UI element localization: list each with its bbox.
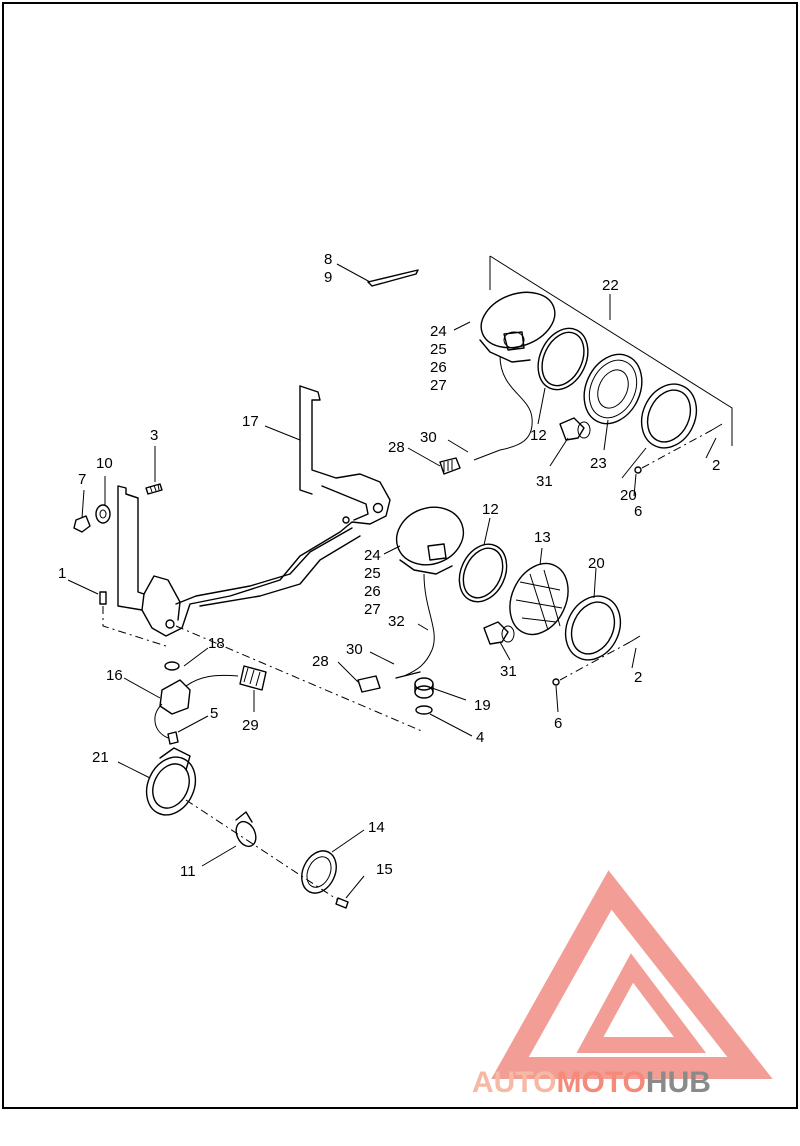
upper-connector xyxy=(439,457,461,475)
bolt-axis xyxy=(102,606,167,647)
lower-nut xyxy=(552,678,560,686)
callout-6-lower: 6 xyxy=(554,715,562,732)
callout-18: 18 xyxy=(208,635,225,652)
small-washer xyxy=(164,661,180,671)
upper-lamp-housing xyxy=(473,291,556,461)
acorn-nut xyxy=(73,515,91,533)
callout-2-lower: 2 xyxy=(634,669,642,686)
callout-7: 7 xyxy=(78,471,86,488)
callout-14: 14 xyxy=(368,819,385,836)
callout-31-upper: 31 xyxy=(536,473,553,490)
spotlamp-axis xyxy=(185,799,339,901)
callout-11: 11 xyxy=(180,863,196,880)
cable-strap xyxy=(367,269,419,287)
lower-screw xyxy=(629,635,641,643)
upper-sealed-beam xyxy=(583,353,643,425)
callout-20-lower: 20 xyxy=(588,555,605,572)
callout-10: 10 xyxy=(96,455,113,472)
callout-27-lower: 27 xyxy=(364,601,381,618)
watermark-logo xyxy=(491,870,773,1079)
callout-28-lower: 28 xyxy=(312,653,329,670)
bracket-22 xyxy=(489,255,733,446)
spotlamp-housing xyxy=(145,747,197,816)
callout-32: 32 xyxy=(388,613,405,630)
washer xyxy=(415,705,433,715)
lower-sealed-beam xyxy=(509,562,569,636)
grommet xyxy=(167,731,179,745)
callout-26-lower: 26 xyxy=(364,583,381,600)
bolt xyxy=(99,591,107,605)
callout-25-upper: 25 xyxy=(430,341,447,358)
callout-24-upper: 24 xyxy=(430,323,447,340)
callout-31-lower: 31 xyxy=(500,663,517,680)
upper-screw-axis xyxy=(641,429,713,469)
mounting-bracket xyxy=(117,385,391,637)
lens-screw xyxy=(335,897,349,909)
lower-bulb xyxy=(483,621,515,645)
callout-9: 9 xyxy=(324,269,332,286)
callout-8: 8 xyxy=(324,251,332,268)
connector-29 xyxy=(239,665,267,691)
callout-20-upper: 20 xyxy=(620,487,637,504)
spacer xyxy=(414,677,434,699)
stud xyxy=(145,483,163,495)
callout-19: 19 xyxy=(474,697,491,714)
lower-retaining-ring xyxy=(458,543,508,603)
callout-6-upper: 6 xyxy=(634,503,642,520)
callout-12-upper: 12 xyxy=(530,427,547,444)
callout-labels: 1 2 2 3 4 5 6 6 7 8 9 10 11 12 12 13 14 … xyxy=(58,251,720,880)
leader-lines xyxy=(67,263,717,899)
upper-bulb xyxy=(559,417,591,441)
upper-screw xyxy=(711,423,723,431)
callout-24-lower: 24 xyxy=(364,547,381,564)
callout-26-upper: 26 xyxy=(430,359,447,376)
upper-trim-ring xyxy=(640,383,698,449)
callout-1: 1 xyxy=(58,565,66,582)
callout-5: 5 xyxy=(210,705,218,722)
callout-30-upper: 30 xyxy=(420,429,437,446)
callout-30-lower: 30 xyxy=(346,641,363,658)
page-border xyxy=(2,2,798,1109)
upper-retaining-ring xyxy=(537,327,589,391)
spotlamp-bulb xyxy=(235,811,257,848)
callout-15: 15 xyxy=(376,861,393,878)
callout-17: 17 xyxy=(242,413,259,430)
watermark-text: AUTOMOTOHUB xyxy=(472,1066,711,1099)
callout-2-upper: 2 xyxy=(712,457,720,474)
callout-3: 3 xyxy=(150,427,158,444)
callout-28-upper: 28 xyxy=(388,439,405,456)
lower-trim-ring xyxy=(564,595,622,661)
callout-4: 4 xyxy=(476,729,484,746)
rubber-mount xyxy=(95,504,111,524)
callout-27-upper: 27 xyxy=(430,377,447,394)
lower-screw-axis xyxy=(559,641,631,681)
callout-29: 29 xyxy=(242,717,259,734)
callout-16: 16 xyxy=(106,667,123,684)
spotlamp-lens xyxy=(301,850,337,894)
callout-12-lower: 12 xyxy=(482,501,499,518)
callout-22: 22 xyxy=(602,277,619,294)
lower-connector xyxy=(357,675,381,693)
lamp-socket xyxy=(154,674,239,739)
callout-23: 23 xyxy=(590,455,607,472)
callout-13: 13 xyxy=(534,529,551,546)
lower-lamp-housing xyxy=(395,506,465,677)
upper-nut xyxy=(634,466,642,474)
callout-21: 21 xyxy=(92,749,109,766)
lower-wire-pin xyxy=(395,671,421,679)
callout-25-lower: 25 xyxy=(364,565,381,582)
